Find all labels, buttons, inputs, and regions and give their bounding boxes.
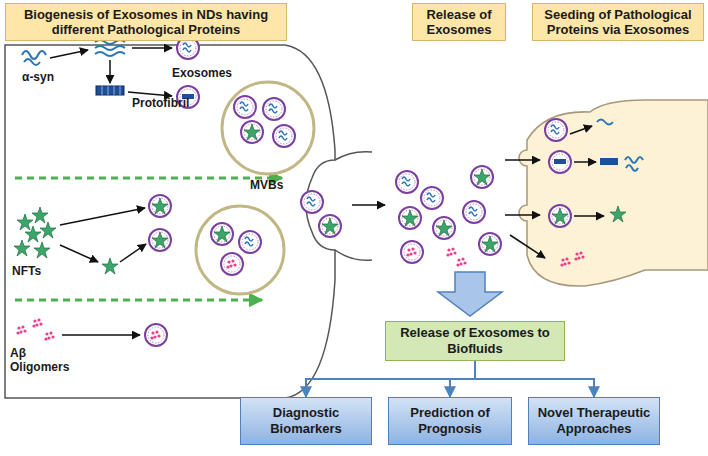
part-label: α-syn bbox=[22, 70, 54, 84]
part-label: Exosomes bbox=[172, 66, 232, 80]
header-box: Biogenesis of Exosomes in NDs having dif… bbox=[5, 3, 287, 41]
box-text: Diagnostic Biomarkers bbox=[249, 405, 363, 437]
part-label: Protofibril bbox=[132, 96, 189, 110]
process-box: Release of Exosomes to Biofluids bbox=[385, 321, 565, 361]
part-label: Aβ Oligomers bbox=[10, 346, 70, 374]
connector bbox=[475, 361, 594, 397]
box-text: Novel Therapeutic Approaches bbox=[537, 405, 651, 437]
outcome-box: Prediction of Prognosis bbox=[388, 397, 512, 445]
header-box: Release of Exosomes bbox=[412, 3, 506, 41]
outcome-box: Novel Therapeutic Approaches bbox=[528, 397, 660, 445]
box-text: Release of Exosomes bbox=[419, 7, 499, 37]
connector bbox=[306, 361, 475, 397]
part-label: MVBs bbox=[250, 178, 283, 192]
box-text: Release of Exosomes to Biofluids bbox=[394, 325, 556, 357]
box-text: Prediction of Prognosis bbox=[397, 405, 503, 437]
box-text: Biogenesis of Exosomes in NDs having dif… bbox=[12, 7, 280, 37]
header-box: Seeding of Pathological Proteins via Exo… bbox=[532, 3, 704, 41]
part-label: NFTs bbox=[12, 264, 41, 278]
outcome-box: Diagnostic Biomarkers bbox=[240, 397, 372, 445]
connector bbox=[450, 361, 475, 397]
box-text: Seeding of Pathological Proteins via Exo… bbox=[539, 7, 697, 37]
